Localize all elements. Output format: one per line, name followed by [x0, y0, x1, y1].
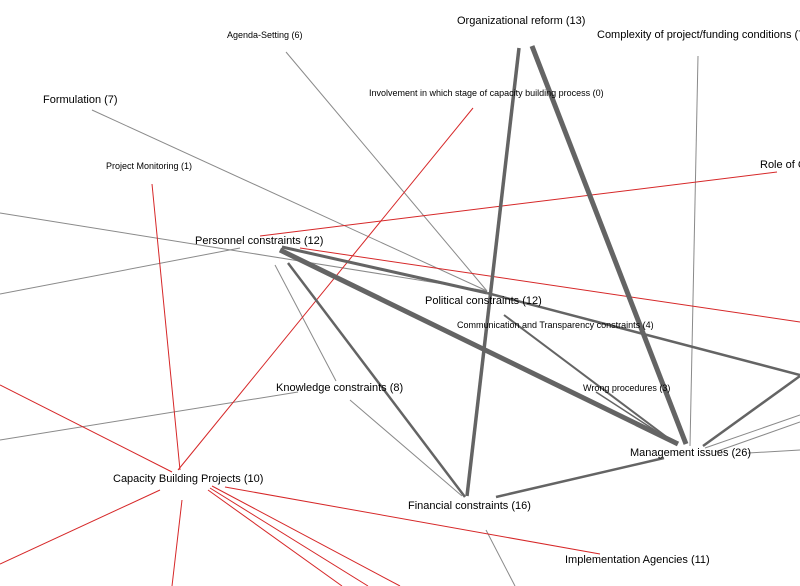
edge-personnel-financial: [287, 262, 466, 498]
edge-offscreen-political: [0, 212, 488, 292]
node-political-constraints[interactable]: Political constraints (12): [425, 295, 542, 307]
edge-management-offscreen-a: [704, 414, 800, 449]
edge-formulation-political: [91, 109, 488, 292]
edge-personnel-management: [278, 247, 680, 447]
edge-capacity-offscreen-1: [207, 489, 343, 586]
edge-management-offscreen-b: [714, 421, 800, 453]
edge-capacity-offscreen-3: [211, 485, 401, 586]
edge-offscreen-knowledge: [0, 391, 299, 441]
edge-personnel-offscreen: [299, 247, 800, 323]
edge-capacity-offscreen-left: [0, 489, 161, 565]
edge-capacity-offscreen-2: [209, 487, 369, 586]
edge-offscreen-personnel: [0, 247, 241, 295]
node-management-issues[interactable]: Management issues (26): [630, 447, 751, 459]
edge-org-reform-financial: [465, 47, 521, 497]
node-knowledge-constraints[interactable]: Knowledge constraints (8): [276, 382, 403, 394]
edge-personnel-political: [281, 245, 488, 295]
edge-financial-management: [495, 456, 665, 499]
edge-role-personnel: [259, 171, 778, 237]
edge-capacity-offscreen-bottom: [171, 499, 183, 586]
edge-knowledge-financial: [349, 399, 463, 497]
node-personnel-constraints[interactable]: Personnel constraints (12): [195, 235, 323, 247]
node-complexity[interactable]: Complexity of project/funding conditions…: [597, 29, 800, 41]
node-capacity-building-projects[interactable]: Capacity Building Projects (10): [113, 473, 263, 485]
edge-monitoring-capacity: [151, 183, 181, 471]
edge-management-offscreen-thick: [702, 374, 800, 448]
edge-communication-management: [503, 314, 677, 445]
edge-capacity-implementation: [224, 486, 601, 555]
node-formulation[interactable]: Formulation (7): [43, 94, 118, 106]
edge-offscreen-capacity: [0, 384, 173, 473]
node-implementation-agencies[interactable]: Implementation Agencies (11): [565, 554, 710, 566]
node-wrong-procedures[interactable]: Wrong procedures (3): [583, 383, 670, 393]
edge-political-offscreen: [486, 291, 800, 377]
node-agenda-setting[interactable]: Agenda-Setting (6): [227, 30, 303, 40]
edge-layer: [0, 45, 800, 586]
node-role-of[interactable]: Role of C: [760, 159, 800, 171]
edge-org-reform-management: [529, 45, 689, 445]
node-involvement[interactable]: Involvement in which stage of capacity b…: [369, 88, 604, 98]
node-financial-constraints[interactable]: Financial constraints (16): [408, 500, 531, 512]
edge-involvement-capacity: [177, 107, 474, 471]
edge-management-offscreen-c: [747, 449, 800, 454]
node-project-monitoring[interactable]: Project Monitoring (1): [106, 161, 192, 171]
edge-personnel-knowledge: [274, 264, 337, 382]
node-org-reform[interactable]: Organizational reform (13): [457, 15, 585, 27]
edge-financial-offscreen: [485, 529, 516, 586]
edge-agenda-political: [285, 51, 488, 292]
edge-wrong-procedures-management: [595, 391, 677, 445]
node-label-layer: Organizational reform (13) Complexity of…: [43, 15, 800, 566]
node-communication-constraints[interactable]: Communication and Transparency constrain…: [457, 320, 654, 330]
edge-complexity-management: [689, 55, 699, 447]
